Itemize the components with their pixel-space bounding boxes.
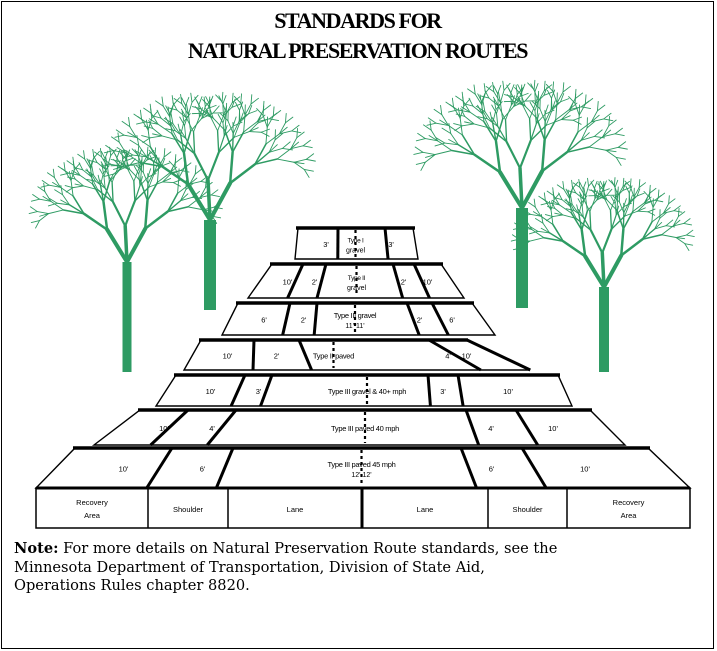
roadway-type-label: Type II	[348, 275, 366, 282]
road-slabs: 3' 3' Type I gravel 10' 2' 2' 10' Type II gravel 6…	[34, 226, 692, 489]
note-label: Note:	[14, 540, 59, 557]
dimension-label: 3'	[256, 387, 262, 396]
cross-section-label: Lane	[287, 505, 304, 514]
dimension-label: 4'	[488, 424, 494, 433]
road-standards-diagram: 3' 3' Type I gravel 10' 2' 2' 10' Type II gravel 6…	[28, 79, 695, 529]
title-line-2: NATURAL PRESERVATION ROUTES	[187, 38, 529, 63]
cross-section-label: Lane	[417, 505, 434, 514]
dimension-label: 10'	[206, 387, 216, 396]
dimension-label: 6'	[200, 465, 206, 474]
cross-section-label: Shoulder	[173, 505, 204, 514]
dimension-label: 10'	[159, 424, 169, 433]
trees	[28, 79, 695, 372]
road-row: 10' 2' 4' 10' Type II paved	[182, 338, 531, 372]
note-text-2: Minnesota Department of Transportation, …	[14, 558, 485, 576]
note-text-3: Operations Rules chapter 8820.	[14, 577, 250, 594]
roadway-width-label: 12' 12'	[351, 472, 371, 479]
dimension-label: 2'	[274, 352, 280, 361]
tree-icon	[101, 91, 316, 310]
roadway-width-label: gravel	[347, 285, 367, 292]
tree-icon	[413, 79, 628, 308]
road-row: 3' 3' Type I gravel	[294, 226, 419, 260]
dimension-label: 2'	[401, 278, 407, 287]
dimension-label: 6'	[489, 465, 495, 474]
note-text-1: For more details on Natural Preservation…	[63, 540, 558, 557]
roadway-type-label: Type III gravel & 40+ mph	[328, 387, 406, 396]
roadway-width-label: 11' 11'	[345, 323, 364, 330]
dimension-label: 6'	[449, 316, 455, 325]
tree-icon	[28, 146, 223, 372]
dimension-label: 10'	[223, 352, 233, 361]
roadway-type-label: Type III paved 45 mph	[328, 460, 396, 469]
road-row: 10' 6' 6' 10' Type III paved 45 mph 12' 12'	[34, 446, 692, 489]
dimension-label: 3'	[323, 240, 329, 249]
roadway-type-label: Type III paved 40 mph	[331, 424, 399, 433]
dimension-label: 2'	[301, 316, 307, 325]
figure-title: STANDARDS FOR NATURAL PRESERVATION ROUTE…	[0, 6, 715, 66]
dimension-label: 10'	[580, 465, 590, 474]
cross-section-label: Shoulder	[512, 505, 543, 514]
roadway-type-label: Type III gravel	[334, 311, 377, 320]
dimension-label: 10'	[548, 424, 558, 433]
dimension-label: 6'	[261, 316, 267, 325]
note-block: Note: For more details on Natural Preser…	[14, 540, 704, 596]
title-line-1: STANDARDS FOR	[274, 8, 442, 33]
dimension-label: 10'	[119, 465, 129, 474]
road-row: 10' 3' 3' 10' Type III gravel & 40+ mph	[154, 373, 574, 407]
dimension-label: 3'	[440, 387, 446, 396]
dimension-label: 2'	[417, 316, 423, 325]
dimension-label: 10'	[423, 278, 433, 287]
roadway-type-label: Type I	[348, 238, 364, 245]
dimension-label: 10'	[462, 352, 472, 361]
roadway-type-label: Type II paved	[313, 352, 354, 361]
dimension-label: 4'	[209, 424, 215, 433]
road-row: 6' 2' 2' 6' Type III gravel 11' 11'	[220, 301, 497, 336]
dimension-label: 10'	[503, 387, 513, 396]
roadway-width-label: gravel	[346, 248, 366, 255]
dimension-label: 2'	[312, 278, 318, 287]
dimension-label: 10'	[283, 278, 293, 287]
road-row: 10' 4' 4' 10' Type III paved 40 mph	[91, 408, 627, 447]
road-row: 10' 2' 2' 10' Type II gravel	[246, 262, 466, 299]
tree-icon	[510, 177, 695, 372]
dimension-label: 4'	[445, 352, 451, 361]
dimension-label: 3'	[388, 240, 394, 249]
